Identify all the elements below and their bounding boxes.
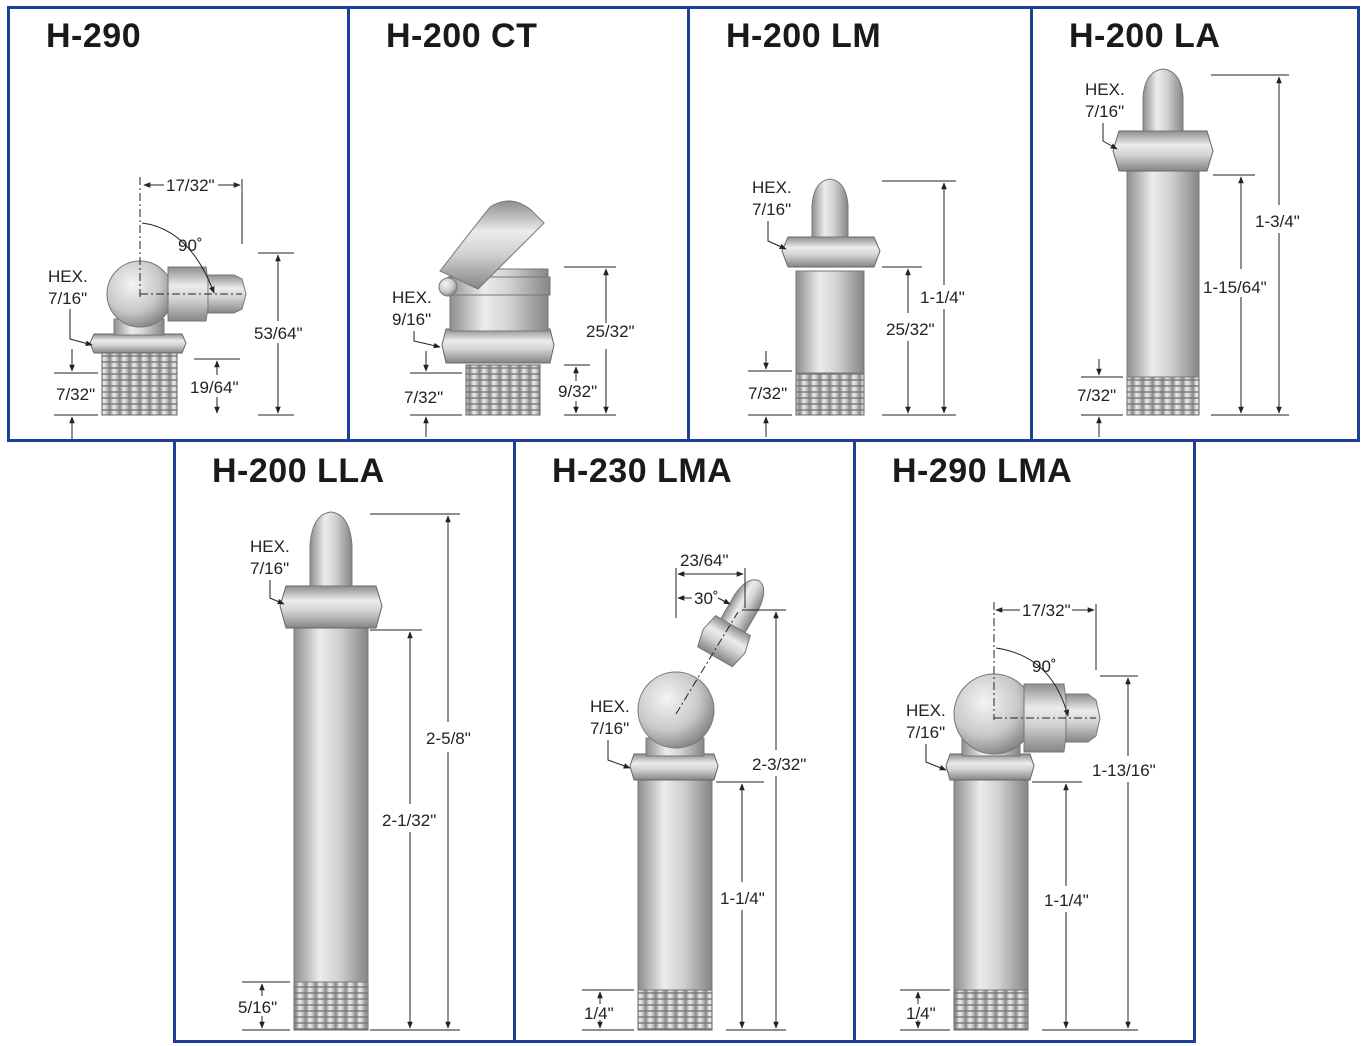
dim-height: 1-13/16" xyxy=(1092,761,1156,780)
body-shank xyxy=(795,270,865,374)
hex-size-label: 7/16" xyxy=(752,200,791,219)
zerk-tip xyxy=(720,579,765,634)
hex-label: HEX. xyxy=(1085,80,1125,99)
diagram-h200ct: 25/32" 9/32" HEX. 9/16" 7/32" xyxy=(392,200,635,437)
hex-size-label: 9/16" xyxy=(392,310,431,329)
hex-nut xyxy=(781,236,881,268)
diagram-h230lma: 23/64" 30˚ 2-3/32" 1-1/4" HEX. 7/16" 1/4… xyxy=(582,551,806,1031)
hex-nut xyxy=(1112,130,1214,172)
dim-thread: 7/32" xyxy=(1077,386,1116,405)
dim-hex-height: 9/32" xyxy=(558,382,597,401)
dim-thread: 7/32" xyxy=(748,384,787,403)
panel-title: H-230 LMA xyxy=(552,452,733,490)
dim-thread: 7/32" xyxy=(404,388,443,407)
hex-nut xyxy=(945,753,1035,781)
panel-h230lma: H-230 LMA 23/64" 30˚ 2-3/32" 1-1/4" HE xyxy=(513,439,856,1043)
hex-label: HEX. xyxy=(752,178,792,197)
hex-label: HEX. xyxy=(392,288,432,307)
panel-h290lma: H-290 LMA 17/32" 90˚ 1-13/16" 1-1/4" HEX… xyxy=(853,439,1196,1043)
panel-title: H-200 LLA xyxy=(212,452,385,490)
cap-lid xyxy=(439,200,545,290)
hex-size-label: 7/16" xyxy=(250,559,289,578)
dim-body: 1-1/4" xyxy=(1044,891,1089,910)
dim-thread: 7/32" xyxy=(56,385,95,404)
dim-overhang: 17/32" xyxy=(1022,601,1071,620)
panel-h290: H-290 17/32" 90˚ 53/64" 19/64" xyxy=(7,6,350,442)
body-shank xyxy=(1126,170,1200,378)
hex-label: HEX. xyxy=(250,537,290,556)
thread-section xyxy=(1126,374,1200,416)
dim-height: 25/32" xyxy=(586,322,635,341)
body-shank xyxy=(953,777,1029,991)
panel-h200lla: H-200 LLA 2-5/8" 2-1/32" HEX. 7/16" 5/16… xyxy=(173,439,516,1043)
dim-angle: 30˚ xyxy=(694,589,719,608)
hex-nut xyxy=(279,585,383,629)
hex-size-label: 7/16" xyxy=(906,723,945,742)
dim-angle: 90˚ xyxy=(178,236,203,255)
hex-size-label: 7/16" xyxy=(590,719,629,738)
zerk-tip xyxy=(1142,68,1184,132)
diagram-h200lla: 2-5/8" 2-1/32" HEX. 7/16" 5/16" xyxy=(238,511,471,1031)
body-shank xyxy=(637,777,713,991)
dim-angle: 90˚ xyxy=(1032,657,1057,676)
zerk-tip xyxy=(811,178,849,238)
dim-thread: 1/4" xyxy=(906,1004,936,1023)
hex-label: HEX. xyxy=(48,267,88,286)
thread-section xyxy=(953,987,1029,1031)
hex-nut xyxy=(629,753,719,781)
panel-h200ct: H-200 CT 25/32" 9/32" HEX. 9/16" 7/32" xyxy=(347,6,690,442)
dim-height: 1-1/4" xyxy=(920,288,965,307)
hex-label: HEX. xyxy=(906,701,946,720)
dim-height: 53/64" xyxy=(254,324,303,343)
dim-body: 2-1/32" xyxy=(382,811,436,830)
hex-nut xyxy=(89,333,187,354)
ball-head xyxy=(637,671,715,749)
dim-overhang: 23/64" xyxy=(680,551,729,570)
body-shank xyxy=(293,627,369,983)
diagram-h290: 17/32" 90˚ 53/64" 19/64" HEX. 7/16" 7/32… xyxy=(48,176,303,439)
diagram-h200lm: 1-1/4" 25/32" HEX. 7/16" 7/32" xyxy=(748,178,965,437)
zerk-tip xyxy=(1065,693,1101,743)
hex-nut xyxy=(441,328,555,364)
thread-section xyxy=(465,364,541,416)
panel-title: H-200 LA xyxy=(1069,17,1221,55)
thread-section xyxy=(637,987,713,1031)
panel-h200la: H-200 LA 1-3/4" 1-15/64" HEX. 7/16" 7/32… xyxy=(1030,6,1360,442)
dim-height: 2-3/32" xyxy=(752,755,806,774)
panel-title: H-200 LM xyxy=(726,17,882,55)
dim-thread: 1/4" xyxy=(584,1004,614,1023)
diagram-h290lma: 17/32" 90˚ 1-13/16" 1-1/4" HEX. 7/16" 1/… xyxy=(900,601,1156,1031)
dim-body: 1-15/64" xyxy=(1203,278,1267,297)
dim-body: 1-1/4" xyxy=(720,889,765,908)
diagram-h200la: 1-3/4" 1-15/64" HEX. 7/16" 7/32" xyxy=(1077,68,1300,437)
dim-thread: 5/16" xyxy=(238,998,277,1017)
panel-title: H-200 CT xyxy=(386,17,538,55)
dim-overhang: 17/32" xyxy=(166,176,215,195)
thread-section xyxy=(293,979,369,1031)
dim-hex-height: 19/64" xyxy=(190,378,239,397)
cap-hinge xyxy=(438,277,458,297)
panel-title: H-290 LMA xyxy=(892,452,1073,490)
hex-size-label: 7/16" xyxy=(1085,102,1124,121)
thread-section xyxy=(101,352,178,416)
dim-height: 1-3/4" xyxy=(1255,212,1300,231)
hex-label: HEX. xyxy=(590,697,630,716)
zerk-tip xyxy=(309,511,353,587)
hex-size-label: 7/16" xyxy=(48,289,87,308)
panel-h200lm: H-200 LM 1-1/4" 25/32" HEX. 7/16" 7/32" xyxy=(687,6,1033,442)
thread-section xyxy=(795,370,865,416)
dim-body: 25/32" xyxy=(886,320,935,339)
panel-title: H-290 xyxy=(46,17,142,55)
dim-height: 2-5/8" xyxy=(426,729,471,748)
